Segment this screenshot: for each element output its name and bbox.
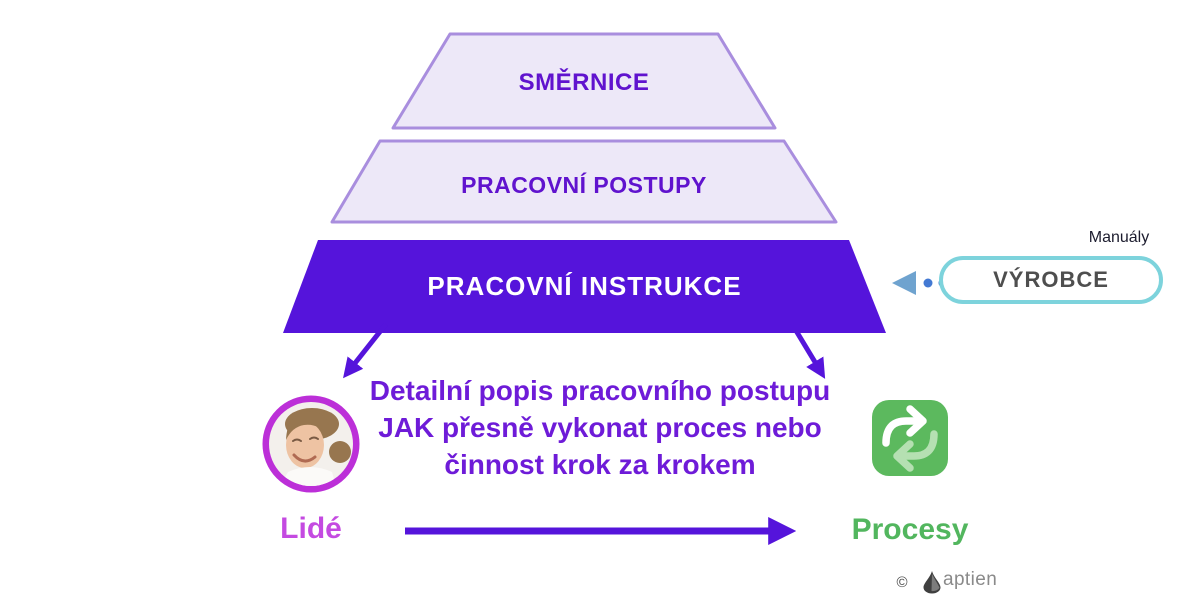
pyramid-level-1-shape bbox=[391, 32, 777, 130]
pyramid-level-3-shape bbox=[283, 240, 886, 333]
brand-name: aptien bbox=[943, 569, 998, 590]
avatar-photo bbox=[269, 402, 353, 486]
manuals-caption: Manuály bbox=[1088, 229, 1150, 246]
dotted-arrow-dot bbox=[923, 278, 933, 288]
pyramid-level-3-label: PRACOVNÍ INSTRUKCE bbox=[427, 271, 742, 301]
person-photo-avatar bbox=[262, 395, 360, 493]
manufacturer-label: VÝROBCE bbox=[993, 267, 1109, 292]
sync-arrows-icon bbox=[872, 400, 948, 476]
arrow-down-right-icon bbox=[789, 322, 826, 379]
manufacturer-pill: VÝROBCE bbox=[939, 256, 1163, 304]
pyramid-level-2-label: PRACOVNÍ POSTUPY bbox=[461, 172, 707, 198]
aptien-drop-icon bbox=[923, 571, 941, 594]
people-label: Lidé bbox=[280, 512, 342, 545]
copyright-symbol: © bbox=[896, 574, 908, 591]
processes-label: Procesy bbox=[851, 513, 969, 546]
dotted-arrow-triangle bbox=[892, 271, 916, 295]
arrow-down-left-icon bbox=[343, 322, 388, 379]
work-instruction-description: Detailní popis pracovního postupu JAK př… bbox=[369, 375, 831, 480]
pyramid-level-1-label: SMĚRNICE bbox=[518, 69, 650, 96]
pyramid-level-2-shape bbox=[330, 139, 838, 224]
sync-icon-tile bbox=[872, 400, 948, 476]
